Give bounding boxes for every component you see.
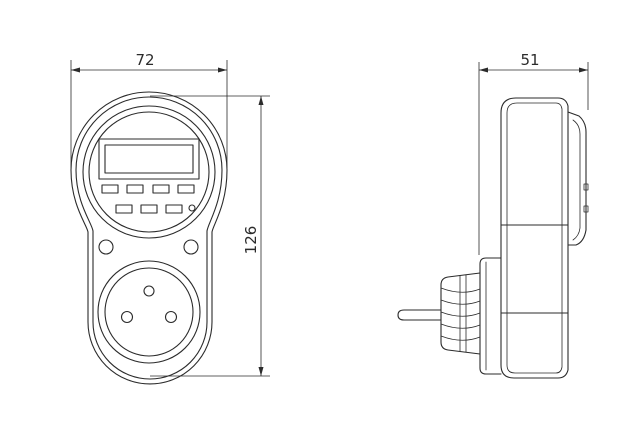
side-button bbox=[583, 183, 589, 191]
program-button bbox=[177, 184, 195, 194]
plug-rib bbox=[440, 311, 481, 317]
side-button bbox=[583, 205, 589, 213]
socket-earth-pin bbox=[143, 285, 155, 297]
lcd-screen-inner bbox=[104, 144, 194, 174]
program-button bbox=[101, 184, 119, 194]
lcd-screen-outer bbox=[98, 138, 200, 180]
front-housing-inner bbox=[75, 96, 223, 380]
reset-pinhole bbox=[188, 204, 196, 212]
screw-right bbox=[183, 239, 199, 255]
plug-rib bbox=[440, 299, 481, 305]
depth-label: 51 bbox=[520, 51, 539, 69]
side-body-inner bbox=[506, 102, 563, 374]
front-housing-outer bbox=[70, 91, 228, 385]
height-label: 126 bbox=[242, 226, 260, 255]
socket-hole-left bbox=[120, 310, 134, 324]
program-button bbox=[152, 184, 170, 194]
dimension-width: 72 bbox=[70, 51, 228, 168]
socket-rim-inner bbox=[104, 267, 194, 357]
side-front-bezel bbox=[567, 111, 587, 246]
program-button bbox=[126, 184, 144, 194]
button-row-top bbox=[101, 184, 195, 194]
dimension-depth: 51 bbox=[478, 51, 589, 255]
side-view bbox=[397, 97, 589, 379]
front-view bbox=[70, 91, 228, 385]
plug-body bbox=[440, 272, 481, 355]
side-body-outer bbox=[500, 97, 569, 379]
socket-hole-right bbox=[164, 310, 178, 324]
plug-rib bbox=[440, 323, 481, 329]
program-button bbox=[115, 204, 133, 214]
display-ring-outer bbox=[82, 105, 216, 239]
screw-left bbox=[98, 239, 114, 255]
socket-rim-outer bbox=[97, 260, 201, 364]
side-front-bezel-inner bbox=[572, 119, 581, 241]
display-ring-inner bbox=[88, 111, 210, 233]
width-label: 72 bbox=[135, 51, 154, 69]
button-row-bottom bbox=[115, 204, 196, 214]
dimension-height: 126 bbox=[150, 95, 270, 377]
plug-rib bbox=[440, 287, 481, 293]
plug-prong bbox=[397, 309, 442, 321]
program-button bbox=[140, 204, 158, 214]
plug-rib bbox=[440, 335, 481, 341]
plug-collar bbox=[479, 257, 502, 375]
program-button bbox=[165, 204, 183, 214]
